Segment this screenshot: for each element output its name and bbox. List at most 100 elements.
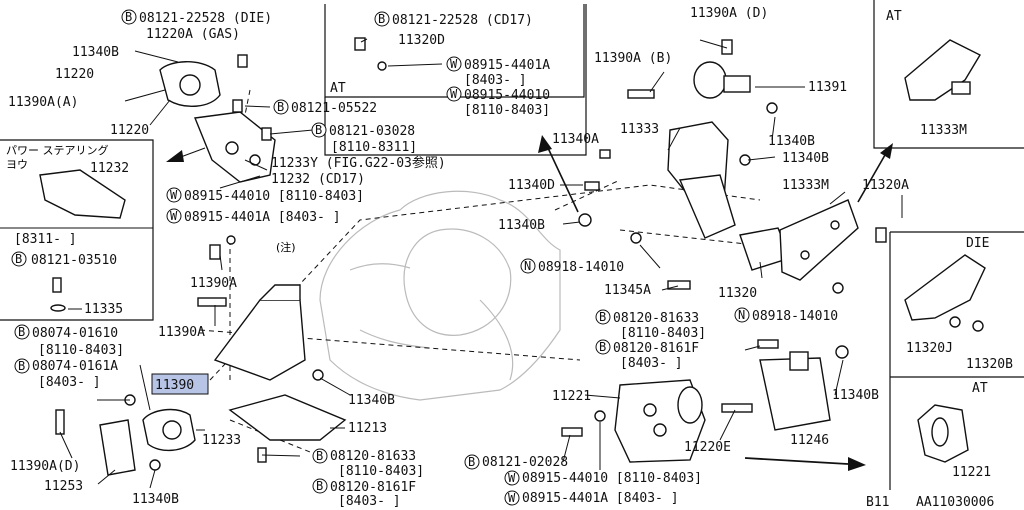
- bolt-marker: B: [599, 340, 606, 354]
- nut-marker: N: [524, 259, 531, 273]
- label-11340d: 11340D: [508, 178, 555, 193]
- label-08915-4401a-bottom: 08915-4401A [8403- ]: [522, 491, 679, 506]
- label-11390-highlight[interactable]: 11390: [155, 378, 194, 393]
- inset-ps-date: [8311- ]: [14, 232, 77, 247]
- washer-marker: W: [170, 209, 178, 223]
- inset-die-part1: 11320J: [906, 341, 953, 356]
- washer-marker: W: [450, 57, 458, 71]
- label-11340b: 11340B: [72, 45, 119, 60]
- inset-ps-washer: 11335: [84, 302, 123, 317]
- label-08120-81633-right: 08120-81633: [613, 311, 699, 326]
- inset-die-11320j: [904, 254, 986, 332]
- inset-at-bottom-part: 11221: [952, 465, 991, 480]
- label-8110-8311: [8110-8311]: [331, 140, 417, 155]
- label-11221: 11221: [552, 389, 591, 404]
- part-11253-bracket: [99, 419, 136, 476]
- label-11390a-a: 11390A(A): [8, 95, 78, 110]
- label-11213: 11213: [348, 421, 387, 436]
- label-08915-4401a: 08915-4401A [8403- ]: [184, 210, 341, 225]
- label-11320d: 11320D: [398, 33, 445, 48]
- label-11390a-d-top: 11390A (D): [690, 6, 768, 21]
- inset-at-top-title: AT: [886, 9, 902, 24]
- label-11390a-b: 11390A (B): [594, 51, 672, 66]
- label-08074-01610: 08074-01610: [32, 326, 118, 341]
- label-11391: 11391: [808, 80, 847, 95]
- label-8403-bottom: [8403- ]: [338, 494, 401, 509]
- washer-marker: W: [170, 188, 178, 202]
- inset-at-top: [873, 0, 1024, 149]
- label-11345a: 11345A: [604, 283, 651, 298]
- washer-marker: W: [450, 87, 458, 101]
- label-11340b-right: 11340B: [768, 134, 815, 149]
- label-11220e: 11220E: [684, 440, 731, 455]
- label-08074-0161a: 08074-0161A: [32, 359, 118, 374]
- label-08120-81633-bottom: 08120-81633: [330, 449, 416, 464]
- label-8110-8403-left: [8110-8403]: [38, 343, 124, 358]
- label-note: (注): [276, 240, 296, 254]
- washer-marker: W: [508, 471, 516, 485]
- label-08120-8161f-bottom: 08120-8161F: [330, 480, 416, 495]
- label-11220-lower: 11220: [110, 123, 149, 138]
- inset-at-11221: [917, 404, 969, 463]
- part-11246-bracket: [759, 351, 831, 431]
- bolt-marker: B: [316, 449, 323, 463]
- inset-ps-title: パワー ステアリング: [6, 143, 109, 157]
- label-11390a-lower: 11390A: [158, 325, 205, 340]
- bolt-marker: B: [315, 123, 322, 137]
- fasteners: [55, 37, 887, 471]
- label-08918-14010: 08918-14010: [538, 260, 624, 275]
- bolt-marker: B: [599, 310, 606, 324]
- part-11391-bushing: [693, 61, 751, 99]
- spec-markers: B B B W W B W W N N B B B B B B B B W W: [11, 9, 750, 506]
- label-11320a: 11320A: [862, 178, 909, 193]
- bolt-marker: B: [378, 12, 385, 26]
- label-11220: 11220: [55, 67, 94, 82]
- label-11246: 11246: [790, 433, 829, 448]
- engine-outline: [319, 190, 561, 401]
- label-08915-44010-bottom: 08915-44010 [8110-8403]: [522, 471, 702, 486]
- label-08918-14010-right: 08918-14010: [752, 309, 838, 324]
- label-at-callout: AT: [330, 81, 346, 96]
- label-11333: 11333: [620, 122, 659, 137]
- inset-power-steering: [0, 139, 154, 321]
- nut-marker: N: [738, 308, 745, 322]
- label-8110-8403-right: [8110-8403]: [620, 326, 706, 341]
- bolt-marker: B: [125, 10, 132, 24]
- part-11233-bracket: [213, 284, 306, 381]
- bolt-marker: B: [18, 325, 25, 339]
- label-11320: 11320: [718, 286, 757, 301]
- inset-ps-bracket: [39, 169, 126, 312]
- part-11333m-bracket: [779, 199, 859, 281]
- label-b11: B11: [866, 495, 889, 510]
- label-08121-22528-die: 08121-22528 (DIE): [139, 11, 272, 26]
- label-11253: 11253: [44, 479, 83, 494]
- label-8403-at: [8403- ]: [464, 73, 527, 88]
- inset-at-bottom-title: AT: [972, 381, 988, 396]
- inset-at-top-part: 11333M: [920, 123, 967, 138]
- diagram-id: AA11030006: [916, 495, 994, 510]
- bolt-marker: B: [468, 455, 475, 469]
- hidden-lines: [199, 184, 801, 461]
- label-11340b-bottom: 11340B: [132, 492, 179, 507]
- label-08121-22528-cd17: 08121-22528 (CD17): [392, 13, 533, 28]
- label-11220a-gas: 11220A (GAS): [146, 27, 240, 42]
- label-08120-8161f-right: 08120-8161F: [613, 341, 699, 356]
- part-11232-bracket: [194, 111, 276, 183]
- part-11220-mount: [159, 61, 221, 107]
- part-11390-highlight[interactable]: [151, 373, 209, 395]
- part-11221-mount: [614, 379, 706, 463]
- part-11333-bracket: [667, 121, 736, 239]
- label-11390a-upper: 11390A: [190, 276, 237, 291]
- inset-ps-part: 11232: [90, 161, 129, 176]
- label-8403-left: [8403- ]: [38, 375, 101, 390]
- inset-ps-title-2: ヨウ: [6, 158, 28, 171]
- part-11213-undercover: [228, 394, 347, 441]
- label-11340b-center: 11340B: [348, 393, 395, 408]
- label-8110-8403-at: [8110-8403]: [464, 103, 550, 118]
- bolt-marker: B: [277, 100, 284, 114]
- label-11340b-right2: 11340B: [782, 151, 829, 166]
- label-11340b-mid: 11340B: [498, 218, 545, 233]
- inset-labels: パワー ステアリング ヨウ 11232 [8311- ] 08121-03510…: [6, 9, 1013, 480]
- label-08121-05522: 08121-05522: [291, 101, 377, 116]
- bolt-marker: B: [18, 359, 25, 373]
